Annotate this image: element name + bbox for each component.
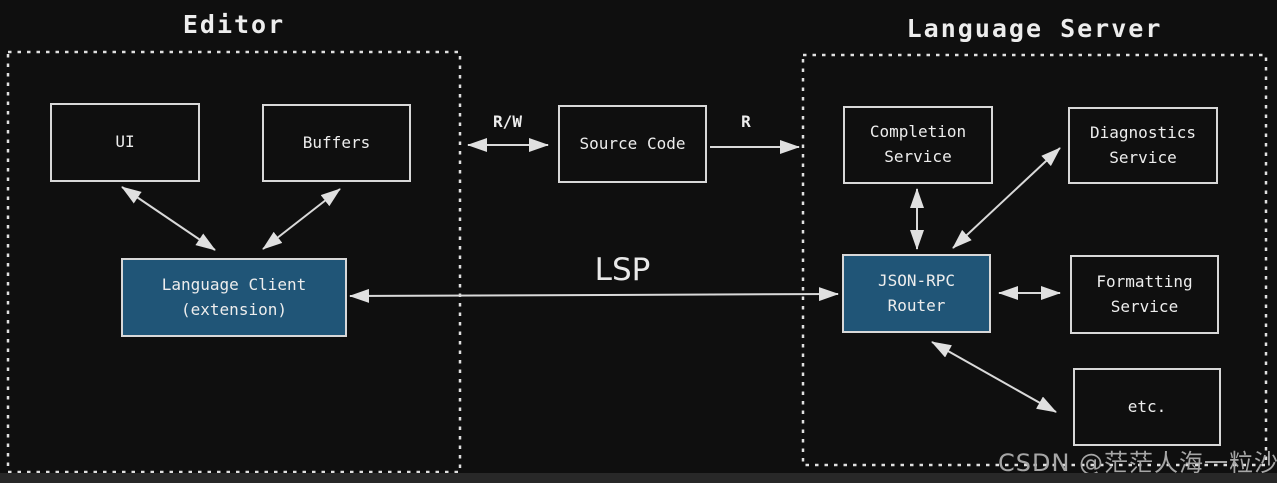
node-json-rpc-router: JSON-RPC Router — [842, 254, 991, 333]
watermark: CSDN @茫茫人海一粒沙 — [998, 449, 1277, 477]
language-server-group-title: Language Server — [906, 14, 1163, 43]
arrow-lsp-language-client-router — [349, 287, 839, 303]
node-buffers-label: Buffers — [302, 132, 371, 152]
bottom-bar — [0, 473, 1277, 483]
node-etc-label: etc. — [1127, 396, 1167, 416]
node-buffers: Buffers — [262, 104, 411, 182]
node-ui: UI — [50, 103, 200, 182]
node-source-code: Source Code — [558, 105, 707, 183]
node-completion-service: Completion Service — [843, 106, 993, 184]
node-language-client: Language Client (extension) — [121, 258, 347, 337]
node-formatting-service: Formatting Service — [1070, 255, 1219, 334]
node-ui-label: UI — [115, 132, 135, 152]
node-diagnostics-service-label: Diagnostics Service — [1090, 122, 1196, 167]
editor-group-title: Editor — [182, 10, 286, 39]
node-etc: etc. — [1073, 368, 1221, 446]
edge-label-lsp: LSP — [594, 252, 651, 288]
node-json-rpc-router-label: JSON-RPC Router — [877, 270, 956, 315]
node-source-code-label: Source Code — [579, 133, 686, 153]
node-formatting-service-label: Formatting Service — [1096, 271, 1193, 316]
node-diagnostics-service: Diagnostics Service — [1068, 107, 1218, 184]
edge-label-rw: R/W — [493, 112, 522, 131]
arrow-router-etc — [931, 341, 1057, 413]
arrow-buffers-language-client — [262, 188, 341, 250]
arrow-ui-language-client — [121, 186, 216, 251]
node-language-client-label: Language Client (extension) — [161, 274, 307, 319]
edge-label-r: R — [741, 112, 751, 131]
node-completion-service-label: Completion Service — [869, 122, 967, 166]
